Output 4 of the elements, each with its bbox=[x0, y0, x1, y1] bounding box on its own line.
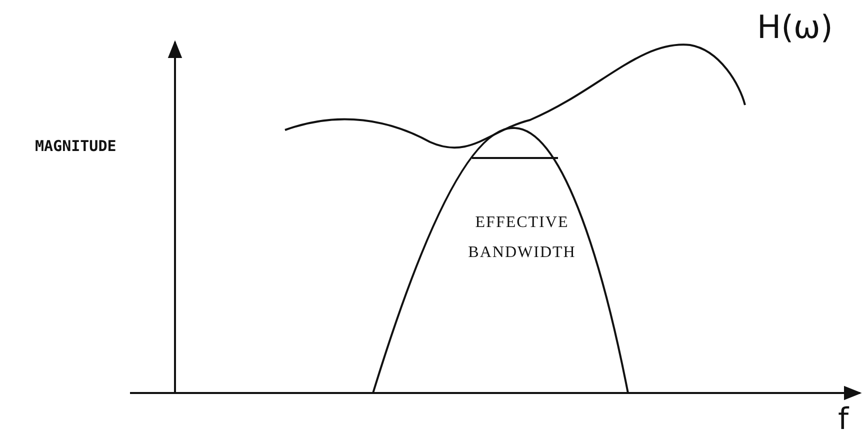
axis-label: f bbox=[838, 402, 849, 437]
curve-label: H(ω) bbox=[757, 8, 833, 46]
axis-label: MAGNITUDE bbox=[35, 137, 116, 155]
region-label: EFFECTIVE BANDWIDTH bbox=[467, 213, 577, 264]
